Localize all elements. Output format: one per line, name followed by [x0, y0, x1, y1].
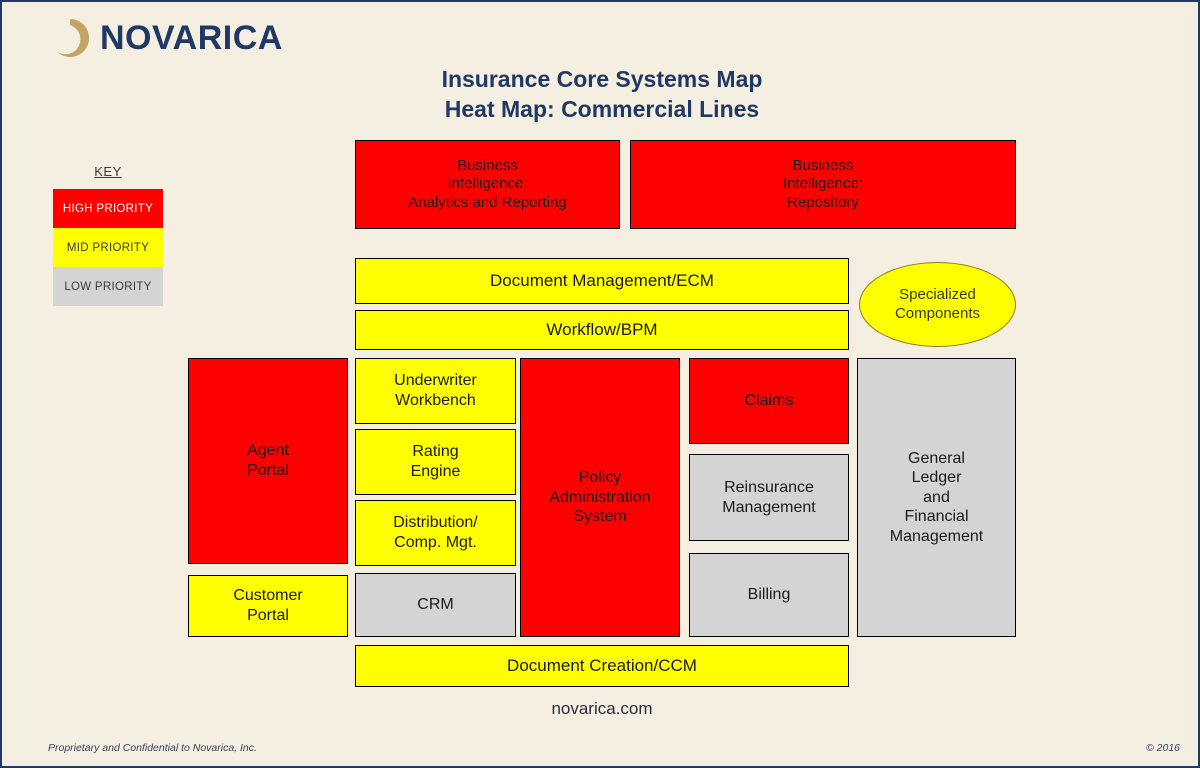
- cell-document-management-ecm: Document Management/ECM: [355, 258, 849, 304]
- cell-workflow-bpm: Workflow/BPM: [355, 310, 849, 350]
- title-line-1: Insurance Core Systems Map: [441, 66, 763, 92]
- cell-billing: Billing: [689, 553, 849, 637]
- cell-distribution-comp-mgt: Distribution/Comp. Mgt.: [355, 500, 516, 566]
- website-url: novarica.com: [551, 699, 653, 718]
- cell-crm: CRM: [355, 573, 516, 637]
- novarica-logo: NOVARICA: [48, 16, 283, 60]
- footer-confidentiality-note: Proprietary and Confidential to Novarica…: [48, 742, 257, 754]
- brand-name: NOVARICA: [100, 19, 283, 57]
- novarica-ring-icon: [56, 18, 90, 57]
- cell-document-creation-ccm: Document Creation/CCM: [355, 645, 849, 687]
- legend-item-high-priority: HIGH PRIORITY: [53, 189, 163, 228]
- legend-title: KEY: [94, 164, 122, 179]
- legend-item-mid-priority: MID PRIORITY: [53, 228, 163, 267]
- title-line-2: Heat Map: Commercial Lines: [444, 96, 760, 122]
- cell-claims: Claims: [689, 358, 849, 444]
- page-title: Insurance Core Systems Map Heat Map: Com…: [2, 64, 1198, 124]
- legend-key: KEY HIGH PRIORITY MID PRIORITY LOW PRIOR…: [53, 164, 163, 306]
- legend-item-low-priority: LOW PRIORITY: [53, 267, 163, 306]
- footer-copyright: © 2016: [1145, 742, 1180, 754]
